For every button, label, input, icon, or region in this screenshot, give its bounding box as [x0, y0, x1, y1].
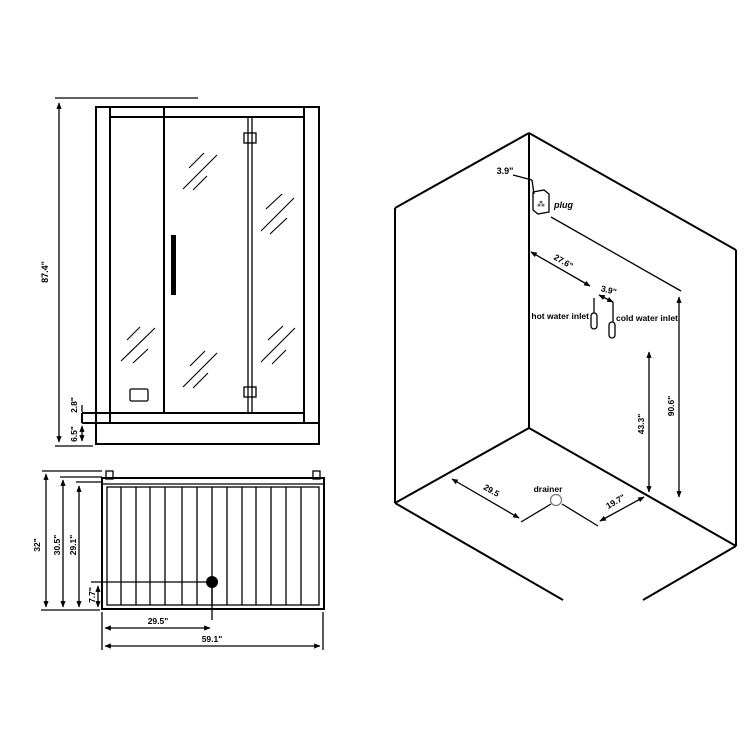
- height-label: 87.4": [40, 261, 50, 283]
- inlet-spacing-label: 3.9": [600, 283, 618, 297]
- front-view: 87.4" 2.8" 6.5": [40, 97, 320, 447]
- glass-reflection-icon: [120, 152, 296, 389]
- hot-water-inlet-icon: [590, 312, 598, 330]
- plug-box: [532, 189, 550, 215]
- installation-view: ⁂ 3.9" plug 27.6" 3.9" hot water inlet c…: [394, 132, 737, 601]
- inlet-distance-label: 27.6": [552, 252, 575, 271]
- plug-icon: ⁂: [537, 199, 545, 209]
- control-panel: [129, 388, 149, 402]
- depth-total-label: 32": [32, 538, 42, 552]
- width-total-label: 59.1": [202, 634, 223, 644]
- plug-offset-label: 3.9": [497, 166, 514, 176]
- inlet-height-label: 43.3": [636, 414, 646, 435]
- tray-inner: [106, 486, 320, 606]
- wall-height-label: 90.6": [666, 396, 676, 417]
- cold-inlet-label: cold water inlet: [616, 313, 678, 323]
- drainer-left-label: 29.5: [482, 482, 502, 499]
- cold-water-inlet-icon: [608, 321, 616, 339]
- step-height-label: 2.8": [69, 397, 79, 413]
- floor-front-left: [394, 502, 564, 601]
- top-view: 32" 30.5" 29.1" 7.7" 29.5" 59.1": [32, 470, 325, 650]
- hinge-bottom: [243, 386, 257, 398]
- depth-tray-label: 29.1": [68, 535, 78, 556]
- drainer-icon: [549, 493, 563, 507]
- tray-outer: [101, 477, 325, 610]
- floor-front-right: [642, 545, 737, 601]
- drainer-label: drainer: [534, 484, 564, 494]
- base-height-label: 6.5": [69, 426, 79, 442]
- drain-depth-label: 7.7": [87, 587, 97, 603]
- hinge-top: [243, 132, 257, 144]
- left-wall-top: [394, 132, 530, 209]
- depth-inner-label: 30.5": [52, 535, 62, 556]
- drain-width-label: 29.5": [148, 616, 169, 626]
- hot-inlet-label: hot water inlet: [531, 311, 589, 321]
- right-wall-top: [528, 132, 737, 251]
- door-handle: [171, 235, 176, 295]
- plug-label: plug: [553, 200, 573, 210]
